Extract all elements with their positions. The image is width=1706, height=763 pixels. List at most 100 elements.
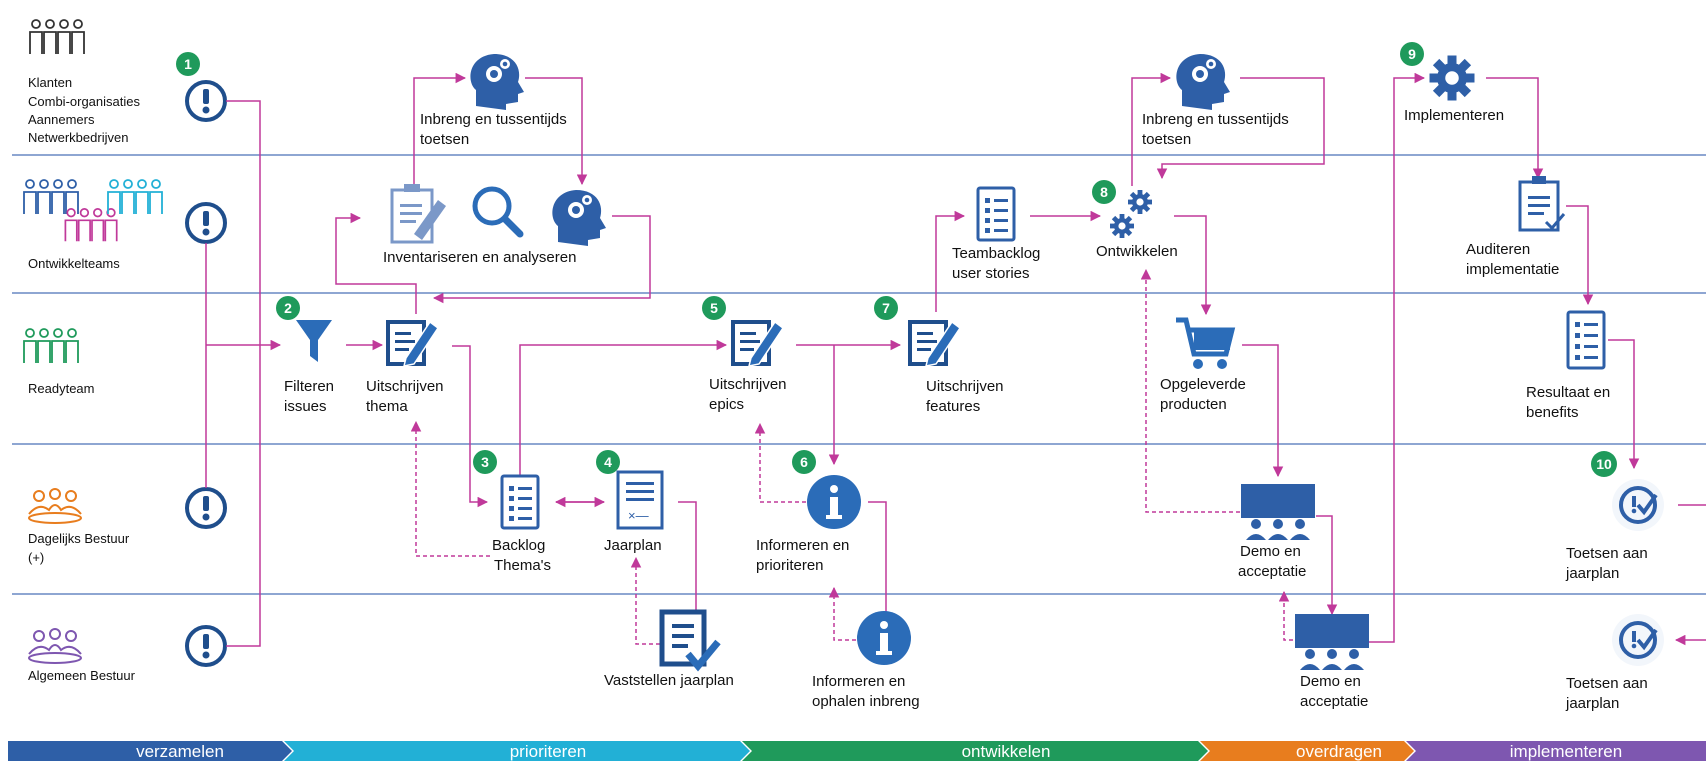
gear-icon bbox=[1128, 190, 1152, 214]
svg-text:prioriteren: prioriteren bbox=[510, 742, 587, 761]
lane-separators bbox=[12, 154, 1706, 595]
svg-text:10: 10 bbox=[1596, 456, 1612, 472]
clipboard-check-icon bbox=[1518, 176, 1566, 232]
algemeen-meeting-icon bbox=[28, 628, 82, 664]
clipboard-pen-icon bbox=[390, 184, 446, 244]
clock-check-icon bbox=[1610, 477, 1666, 533]
boardroom-icon bbox=[1241, 484, 1315, 540]
readyteam-people-icon bbox=[23, 328, 79, 364]
ontwikkelteams-people-icon bbox=[23, 179, 163, 243]
step-badge: 9 bbox=[1400, 42, 1424, 66]
phase-prioriteren: prioriteren bbox=[284, 741, 750, 761]
head-gear-icon bbox=[470, 54, 524, 110]
svg-text:2: 2 bbox=[284, 300, 292, 316]
magnifier-icon bbox=[472, 186, 524, 238]
gear-icon bbox=[1110, 214, 1134, 238]
document-pen-icon bbox=[386, 320, 440, 368]
gear-icon bbox=[1429, 55, 1475, 101]
step-badge: 6 bbox=[792, 450, 816, 474]
flow-arrows-dashed bbox=[410, 268, 1300, 645]
phase-verzamelen: verzamelen bbox=[8, 741, 292, 761]
jaarplan-node: ×— Jaarplan bbox=[604, 470, 664, 554]
svg-text:6: 6 bbox=[800, 454, 808, 470]
clock-check-icon bbox=[1610, 612, 1666, 668]
phase-overdragen: overdragen bbox=[1200, 741, 1414, 761]
step-badge: 8 bbox=[1092, 180, 1116, 204]
exclamation-icon bbox=[185, 625, 227, 667]
dagelijks-meeting-icon bbox=[28, 488, 82, 524]
boardroom-icon bbox=[1295, 614, 1369, 670]
step-badge: 7 bbox=[874, 296, 898, 320]
svg-text:8: 8 bbox=[1100, 184, 1108, 200]
vaststellen-jaarplan-node: Vaststellen jaarplan bbox=[604, 609, 734, 689]
head-gear-icon bbox=[552, 190, 606, 246]
svg-text:verzamelen: verzamelen bbox=[136, 742, 224, 761]
step-badge: 1 bbox=[176, 52, 200, 76]
svg-text:Implementeren: Implementeren bbox=[1404, 107, 1504, 124]
info-icon bbox=[807, 475, 861, 529]
implementeren-node: Implementeren bbox=[1404, 55, 1504, 124]
svg-text:4: 4 bbox=[604, 454, 612, 470]
svg-text:implementeren: implementeren bbox=[1510, 742, 1622, 761]
document-pen-icon bbox=[908, 320, 962, 368]
step-badge: 2 bbox=[276, 296, 300, 320]
phase-implementeren: implementeren bbox=[1406, 741, 1706, 761]
svg-text:Jaarplan: Jaarplan bbox=[604, 537, 662, 554]
step-badge: 3 bbox=[473, 450, 497, 474]
checklist-icon bbox=[976, 186, 1016, 242]
svg-text:Vaststellen jaarplan: Vaststellen jaarplan bbox=[604, 672, 734, 689]
info-icon bbox=[857, 611, 911, 665]
document-check-icon bbox=[659, 609, 721, 672]
exclamation-icon bbox=[185, 487, 227, 529]
klanten-people-icon bbox=[29, 19, 85, 55]
svg-text:×—: ×— bbox=[628, 508, 649, 523]
svg-text:3: 3 bbox=[481, 454, 489, 470]
svg-text:Inventariseren en analyseren: Inventariseren en analyseren bbox=[383, 249, 576, 266]
step-badge: 10 bbox=[1591, 451, 1617, 477]
lane-label-algemeen-bestuur: Algemeen Bestuur bbox=[28, 668, 136, 683]
document-pen-icon bbox=[731, 320, 785, 368]
svg-text:1: 1 bbox=[184, 56, 192, 72]
phase-bar: verzamelen prioriteren ontwikkelen overd… bbox=[8, 741, 1706, 761]
document-icon: ×— bbox=[616, 470, 664, 530]
exclamation-icon bbox=[185, 202, 227, 244]
svg-text:ontwikkelen: ontwikkelen bbox=[962, 742, 1051, 761]
lane-label-readyteam: Readyteam bbox=[28, 381, 94, 396]
ontwikkelen-node: Ontwikkelen bbox=[1096, 190, 1178, 260]
head-gear-icon bbox=[1176, 54, 1230, 110]
flow-arrows bbox=[205, 72, 1706, 647]
checklist-icon bbox=[1566, 310, 1606, 370]
exclamation-icon bbox=[185, 80, 227, 122]
svg-text:Ontwikkelen: Ontwikkelen bbox=[1096, 243, 1178, 260]
inventariseren-node: Inventariseren en analyseren bbox=[383, 184, 606, 266]
